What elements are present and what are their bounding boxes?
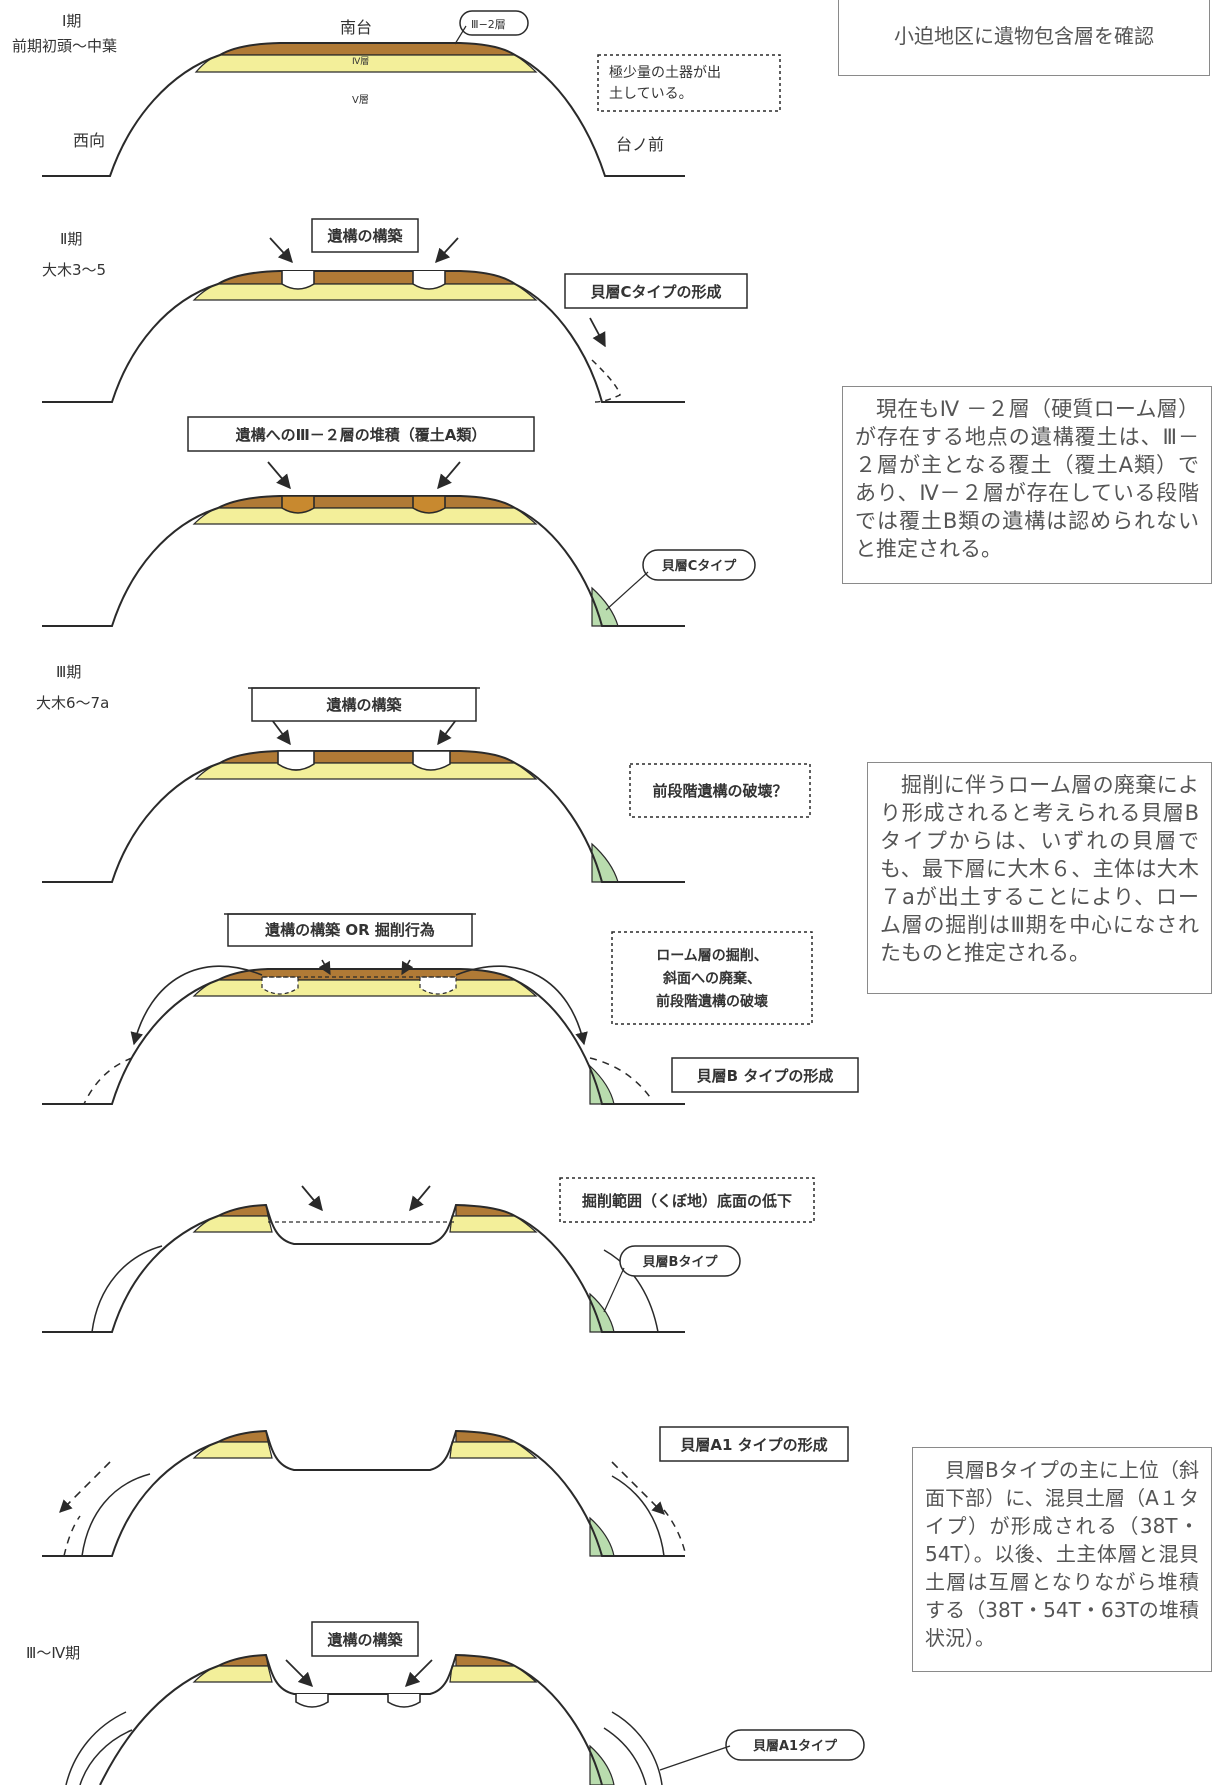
phase2-period: Ⅱ期	[60, 230, 82, 248]
phase3d-mound	[42, 1429, 685, 1557]
phase1-subperiod: 前期初頭～中葉	[12, 37, 117, 55]
phase4-section: Ⅲ～Ⅳ期 遺構の構築 貝層A1タイプ	[26, 1621, 865, 1785]
phase2-box-construct: 遺構の構築	[311, 218, 419, 253]
label-front: 台ノ前	[616, 135, 664, 154]
phase3b-mound	[42, 968, 685, 1105]
phase4-label-shella1-text: 貝層A1タイプ	[753, 1739, 838, 1754]
phase3d-section: 貝層A1 タイプの形成	[42, 1426, 849, 1557]
phase2-box-shellc-text: 貝層Cタイプの形成	[590, 283, 721, 301]
phase3-box-shella1-text: 貝層A1 タイプの形成	[680, 1436, 827, 1454]
note-phase2: 現在もⅣ －２層（硬質ローム層）が存在する地点の遺構覆土は、Ⅲ－２層が主となる覆…	[842, 386, 1212, 584]
label-layer3: Ⅲ−2層	[471, 18, 506, 31]
phase4-label-shella1: 貝層A1タイプ	[659, 1729, 865, 1771]
phase2-box-fill: 遺構へのⅢ－２層の堆積（覆土A類）	[187, 416, 535, 452]
phase1-note-line1: 極少量の土器が出	[609, 65, 721, 81]
phase3-note-line1: ローム層の掘削、	[656, 947, 768, 964]
phase1-note-box: 極少量の土器が出 土している。	[597, 54, 781, 112]
phase3-box-shellb: 貝層B タイプの形成	[671, 1057, 859, 1093]
phase4-mound	[99, 1653, 603, 1785]
phase3-box-shellb-text: 貝層B タイプの形成	[697, 1067, 834, 1085]
phase3-box-construct: 遺構の構築	[248, 687, 480, 722]
phase4-box-construct-text: 遺構の構築	[326, 1631, 403, 1649]
phase2-box-fill-text: 遺構へのⅢ－２層の堆積（覆土A類）	[235, 426, 487, 444]
phase2-subperiod: 大木3～5	[42, 261, 106, 279]
note-top: 小迫地区に遺物包含層を確認	[838, 0, 1210, 76]
phase2-label-shellc: 貝層Cタイプ	[605, 549, 756, 611]
phase4-box-construct: 遺構の構築	[311, 1621, 419, 1657]
phase2b-mound	[42, 495, 685, 627]
phase1-section: Ⅰ期 前期初頭～中葉 南台 西向 台ノ前 Ⅳ層 Ⅴ層 Ⅲ−2層 極少量の土器が出…	[12, 10, 781, 177]
phase3-subperiod: 大木6～7a	[36, 694, 109, 712]
phase3-note-line3: 前段階遺構の破壊	[656, 993, 769, 1010]
phase3-note-destroy-text: 前段階遺構の破壊？	[652, 782, 787, 800]
phase2b-section: 遺構へのⅢ－２層の堆積（覆土A類） 貝層Cタイプ	[42, 416, 756, 627]
phase1-mound	[42, 42, 685, 177]
phase3-note-destroy: 前段階遺構の破壊？	[629, 763, 811, 818]
phase3-note-lower: 掘削範囲（くぼ地）底面の低下	[559, 1177, 815, 1223]
label-layer4: Ⅳ層	[352, 56, 369, 67]
phase3-label-shellb: 貝層Bタイプ	[603, 1245, 741, 1313]
phase2a-section: Ⅱ期 大木3～5 遺構の構築 貝層Cタイプの形成	[42, 218, 748, 403]
label-layer5: Ⅴ層	[352, 94, 369, 106]
phase2-box-construct-text: 遺構の構築	[326, 227, 403, 245]
phase4-period: Ⅲ～Ⅳ期	[26, 1644, 80, 1662]
phase3-box-excavate: 遺構の構築 OR 掘削行為	[224, 913, 476, 947]
phase1-brown-layer	[217, 42, 518, 56]
phase3-box-excavate-text: 遺構の構築 OR 掘削行為	[264, 921, 435, 939]
note-phase4: 貝層Bタイプの主に上位（斜面下部）に、混貝土層（A１タイプ）が形成される（38T…	[912, 1447, 1212, 1672]
phase2-box-shellc: 貝層Cタイプの形成	[564, 273, 748, 309]
phase3-note-line2: 斜面への廃棄、	[662, 970, 761, 987]
phase3-note-lower-text: 掘削範囲（くぼ地）底面の低下	[582, 1192, 792, 1210]
phase3c-section: 掘削範囲（くぼ地）底面の低下 貝層Bタイプ	[42, 1177, 815, 1333]
phase3-label-shellb-text: 貝層Bタイプ	[643, 1255, 719, 1270]
phase3-note-process: ローム層の掘削、 斜面への廃棄、 前段階遺構の破壊	[611, 931, 813, 1025]
phase3-box-construct-text: 遺構の構築	[325, 696, 402, 714]
phase3c-mound	[42, 1203, 685, 1333]
label-west: 西向	[73, 131, 105, 150]
note-phase3: 掘削に伴うローム層の廃棄により形成されると考えられる貝層Bタイプからは、いずれの…	[867, 762, 1212, 994]
phase2a-mound	[42, 270, 685, 403]
phase1-period: Ⅰ期	[62, 12, 81, 30]
phase1-note-line2: 土している。	[609, 86, 693, 102]
label-south: 南台	[340, 18, 372, 37]
stratigraphy-diagram: Ⅰ期 前期初頭～中葉 南台 西向 台ノ前 Ⅳ層 Ⅴ層 Ⅲ−2層 極少量の土器が出…	[12, 10, 865, 1785]
phase3b-section: 遺構の構築 OR 掘削行為 ローム層の掘削、 斜面への廃棄、 前段階遺構の破壊 …	[42, 913, 859, 1105]
phase3-box-shella1: 貝層A1 タイプの形成	[659, 1426, 849, 1462]
phase2-label-shellc-text: 貝層Cタイプ	[662, 559, 738, 574]
phase3a-section: Ⅲ期 大木6～7a 遺構の構築 前段階遺構の破壊？	[36, 663, 811, 883]
callout-layer3: Ⅲ−2層	[454, 10, 529, 45]
phase3-period: Ⅲ期	[56, 663, 81, 681]
